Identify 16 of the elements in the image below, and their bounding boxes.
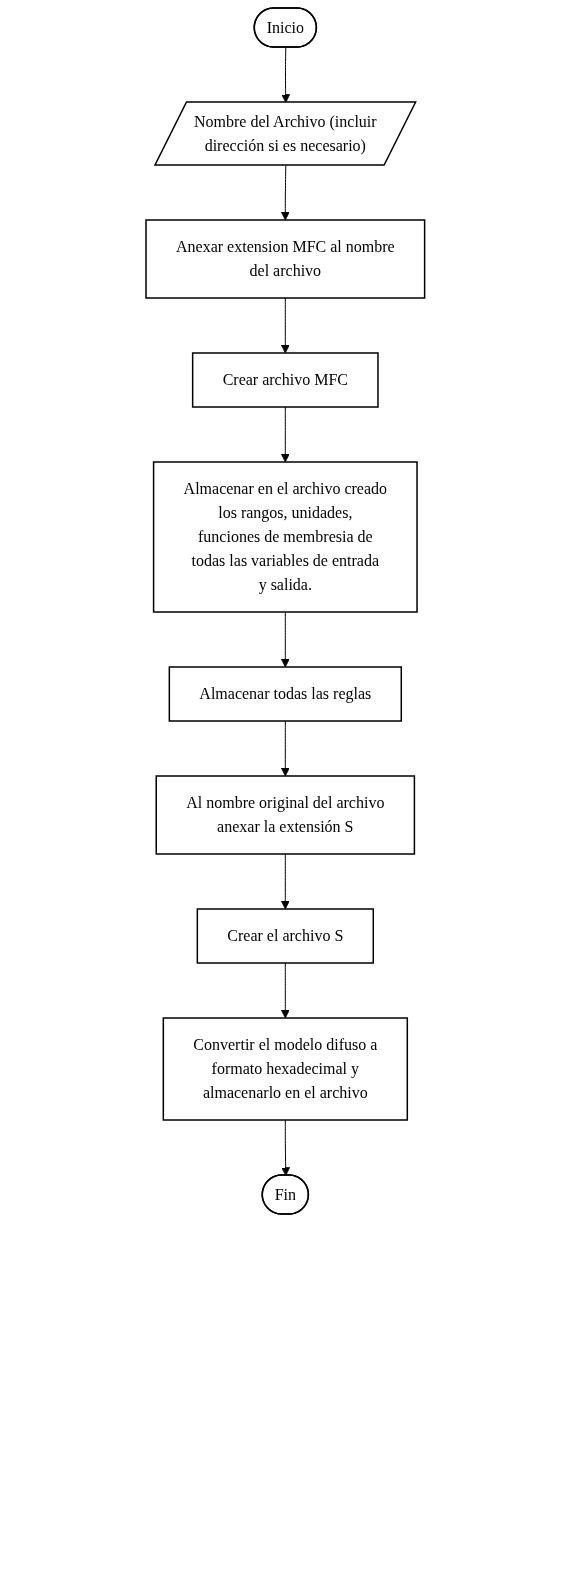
node-box: Crear el archivo S [196,908,375,964]
arrow [281,406,290,463]
arrow [281,1119,291,1176]
node-box: Al nombre original del archivo anexar la extensión S [155,775,416,855]
arrow [281,297,290,354]
node-box: Anexar extension MFC al nombre del archivo [145,219,426,299]
node-box: Almacenar en el archivo creado los rangos, unidades, funciones de membresia de todas las variables de entrada y salida. [153,461,418,613]
node-box: Almacenar todas las reglas [168,666,403,722]
arrow [281,720,290,777]
arrow [281,853,290,910]
node-box: Crear archivo MFC [192,352,379,408]
arrow [281,165,290,221]
node-box: Convertir el modelo difuso a formato hexadecimal y almacenarlo en el archivo [162,1017,409,1121]
arrow [281,611,290,668]
arrow [281,47,291,103]
arrow [281,962,290,1019]
